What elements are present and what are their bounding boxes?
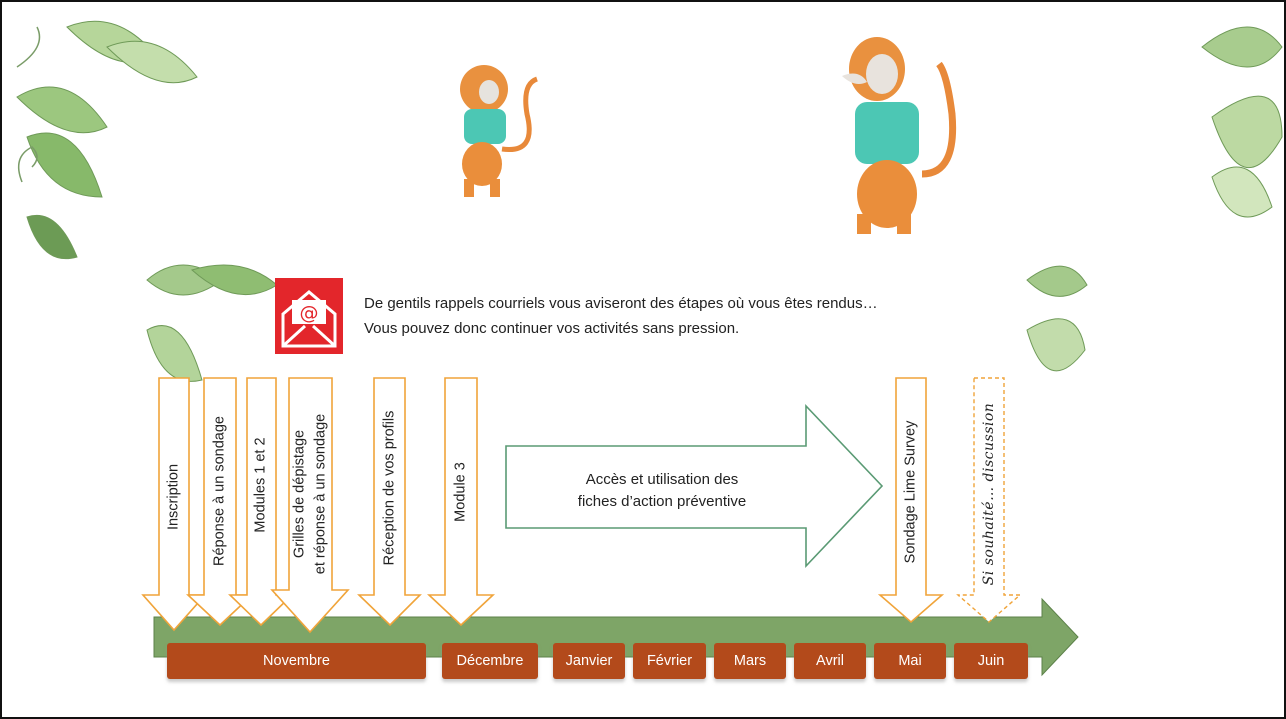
month-avril: Avril — [794, 643, 866, 679]
month-fevrier: Février — [633, 643, 706, 679]
month-novembre: Novembre — [167, 643, 426, 679]
mail-icon: @ — [275, 278, 343, 354]
reminder-line-1: De gentils rappels courriels vous aviser… — [364, 295, 878, 312]
big-arrow-text: Accès et utilisation des fiches d’action… — [507, 469, 817, 513]
big-arrow-line-2: fiches d’action préventive — [577, 492, 747, 510]
step-label-modules: Modules 1 et 2 — [252, 437, 269, 533]
step-label-profils: Réception de vos profils — [381, 410, 398, 566]
svg-text:@: @ — [300, 302, 319, 324]
leaf-decoration-inner-right — [1026, 265, 1088, 372]
leaf-decoration-top-right — [1201, 26, 1283, 218]
month-janvier: Janvier — [553, 643, 625, 679]
month-mars: Mars — [714, 643, 786, 679]
monkey-illustration-large — [842, 37, 957, 234]
month-juin: Juin — [954, 643, 1028, 679]
big-arrow-line-1: Accès et utilisation des — [585, 471, 739, 488]
step-label-grilles-2: et réponse à un sondage — [312, 413, 329, 575]
step-label-module3: Module 3 — [452, 462, 469, 522]
monkey-illustration-small — [460, 65, 539, 197]
leaf-decoration-inner-left — [146, 264, 278, 382]
step-arrow-grilles — [270, 377, 350, 634]
step-label-grilles-1: Grilles de dépistage — [291, 429, 308, 559]
step-label-sondage: Réponse à un sondage — [211, 416, 228, 566]
reminder-line-2: Vous pouvez donc continuer vos activités… — [364, 320, 740, 337]
leaf-decoration-top-left — [16, 20, 198, 259]
step-label-lime-survey: Sondage Lime Survey — [902, 420, 919, 564]
month-mai: Mai — [874, 643, 946, 679]
month-decembre: Décembre — [442, 643, 538, 679]
step-label-discussion: Si souhaité… discussion — [980, 402, 997, 586]
step-label-inscription: Inscription — [165, 463, 182, 531]
